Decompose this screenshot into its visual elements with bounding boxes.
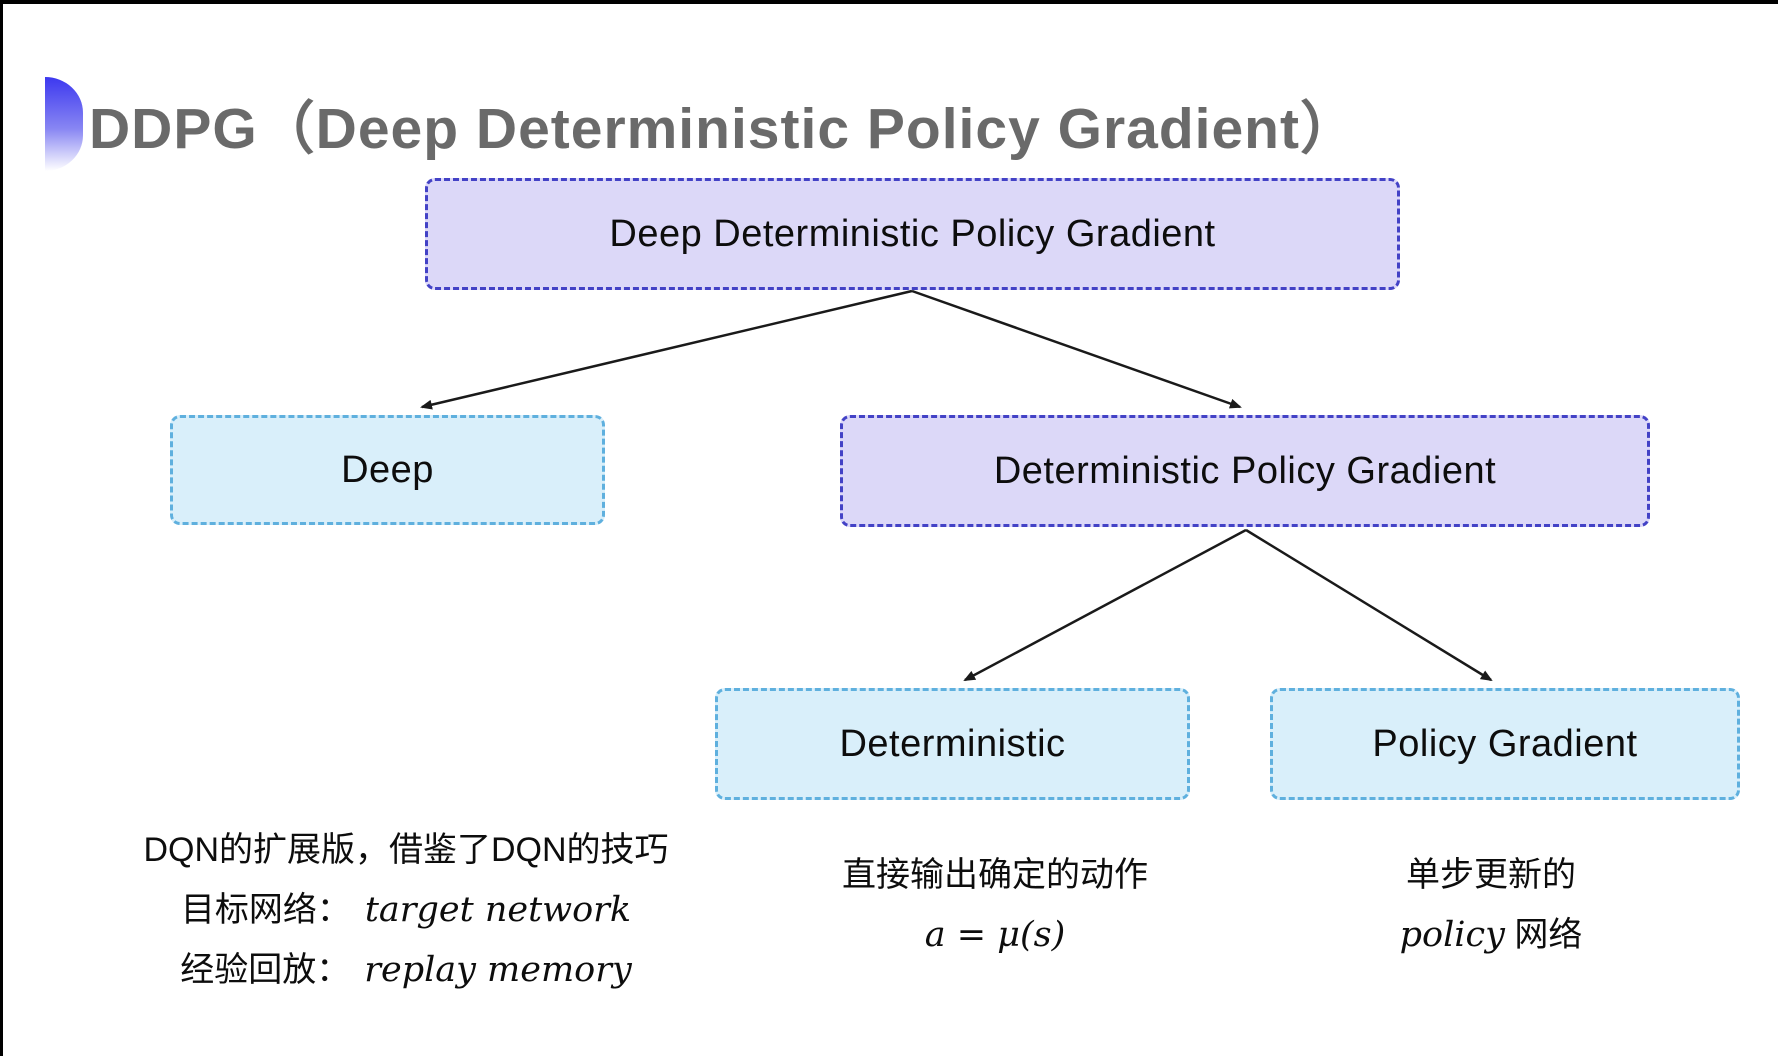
note-policy-gradient-line1: 单步更新的 <box>1406 856 1576 894</box>
node-label: Deep <box>341 448 434 491</box>
arrow-dpg-to-policy-gradient <box>1245 528 1493 682</box>
node-label: Deterministic <box>839 722 1066 765</box>
node-deterministic-policy-gradient: Deterministic Policy Gradient <box>840 415 1650 527</box>
note-deep-line2: 目标网络： target network <box>116 880 696 940</box>
node-label: Deep Deterministic Policy Gradient <box>609 212 1216 255</box>
note-deep: DQN的扩展版，借鉴了DQN的技巧 目标网络： target network 经验… <box>116 820 696 1000</box>
note-deterministic: 直接输出确定的动作 a = μ(s) <box>795 845 1195 965</box>
arrow-root-to-deep <box>420 289 913 410</box>
note-policy-gradient-line2: policy 网络 <box>1291 905 1691 965</box>
node-policy-gradient: Policy Gradient <box>1270 688 1740 800</box>
node-deterministic: Deterministic <box>715 688 1190 800</box>
note-deep-line1: DQN的扩展版，借鉴了DQN的技巧 <box>143 831 669 869</box>
node-deep-deterministic-policy-gradient: Deep Deterministic Policy Gradient <box>425 178 1400 290</box>
title-bullet-icon <box>45 77 83 171</box>
note-deterministic-line1: 直接输出确定的动作 <box>842 856 1148 894</box>
page-title: DDPG（Deep Deterministic Policy Gradient） <box>89 97 1358 161</box>
note-deep-line3-value: replay memory <box>364 950 632 990</box>
arrow-dpg-to-deterministic <box>963 528 1247 682</box>
note-deep-line2-value: target network <box>364 890 632 930</box>
note-policy-italic: policy <box>1399 915 1505 955</box>
note-deterministic-formula: a = μ(s) <box>795 905 1195 965</box>
node-label: Deterministic Policy Gradient <box>993 449 1497 492</box>
note-deep-line3: 经验回放： replay memory <box>116 940 696 1000</box>
formula-a-equals-mu-s: a = μ(s) <box>924 915 1066 955</box>
node-deep: Deep <box>170 415 605 525</box>
left-edge-bar <box>0 0 3 1056</box>
note-policy-gradient: 单步更新的 policy 网络 <box>1291 845 1691 965</box>
note-deep-line3-label: 经验回放： <box>180 951 351 989</box>
node-label: Policy Gradient <box>1372 722 1638 765</box>
arrow-root-to-dpg <box>911 289 1242 409</box>
note-deep-line2-label: 目标网络： <box>180 891 351 929</box>
slide-header: DDPG（Deep Deterministic Policy Gradient） <box>45 76 1358 172</box>
note-policy-rest: 网络 <box>1504 916 1583 954</box>
top-edge-bar <box>0 0 1778 4</box>
